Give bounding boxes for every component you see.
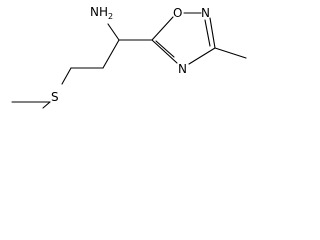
amine-subscript: 2 — [108, 12, 113, 21]
bond-n4-to-c5-double — [155, 40, 175, 58]
bond-c3-to-n4 — [188, 47, 216, 65]
bond-chiral-c-to-amine — [107, 23, 120, 41]
amine-label: NH2 — [90, 5, 113, 21]
bond-n2-to-c3 — [209, 17, 216, 49]
bond-c3-to-methyl — [214, 47, 247, 59]
bond-c5-to-o1 — [151, 16, 174, 41]
bond-sulfur-to-methyl — [42, 101, 51, 109]
molecule-drawing: NH2 O N N S — [11, 5, 247, 109]
sulfur-label: S — [51, 90, 59, 104]
structure-canvas: NH2 O N N S — [0, 0, 260, 120]
ring-oxygen-label: O — [173, 6, 182, 20]
bond-chiral-c-to-ch2 — [102, 39, 120, 69]
bond-n4-to-c5 — [151, 39, 178, 64]
bond-n2-to-c3-double — [204, 19, 211, 47]
bond-ch2-to-sulfur — [61, 67, 72, 85]
ring-nitrogen-top-label: N — [201, 6, 210, 20]
amine-symbol: NH — [90, 5, 108, 19]
ring-nitrogen-bottom-label: N — [178, 62, 187, 76]
